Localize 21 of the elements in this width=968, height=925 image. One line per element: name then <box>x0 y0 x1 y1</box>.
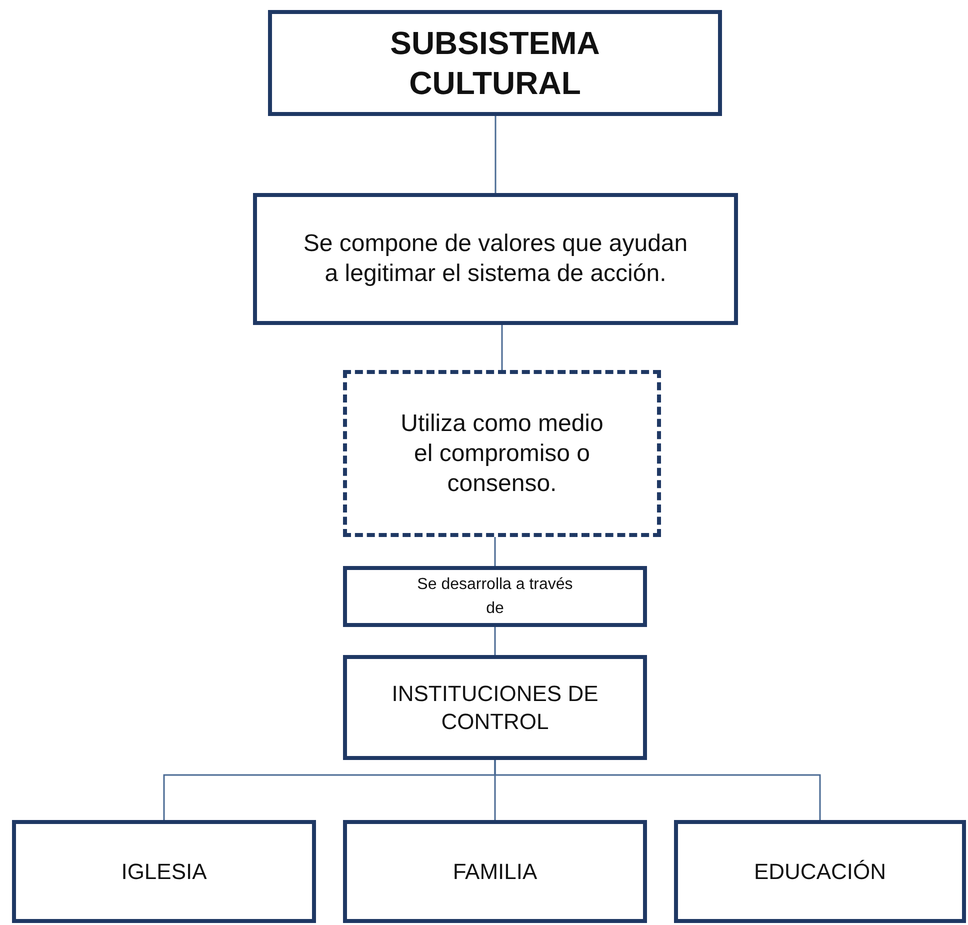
process-box <box>268 10 722 116</box>
connector-line <box>494 627 496 655</box>
process-box <box>12 820 316 923</box>
box-text: Utiliza como medio el compromiso o consenso. <box>400 408 604 498</box>
box-text: INSTITUCIONES DE CONTROL <box>390 680 600 735</box>
connector-line <box>494 760 821 820</box>
box-text: FAMILIA <box>452 858 538 886</box>
box-text: EDUCACIÓN <box>754 858 886 886</box>
process-box <box>343 820 647 923</box>
process-box <box>253 193 738 325</box>
box-text: IGLESIA <box>121 858 207 886</box>
box-text: Se desarrolla a través de <box>416 574 574 618</box>
connector-line <box>494 537 496 566</box>
process-box <box>343 655 647 760</box>
dashed-box <box>343 370 661 537</box>
connector-line <box>494 116 496 193</box>
process-box <box>343 566 647 627</box>
box-text: Se compone de valores que ayudan a legitimar el sistema de acción. <box>302 229 689 289</box>
connector-line <box>501 325 503 370</box>
box-text: SUBSISTEMA CULTURAL <box>389 24 601 103</box>
process-box <box>674 820 966 923</box>
